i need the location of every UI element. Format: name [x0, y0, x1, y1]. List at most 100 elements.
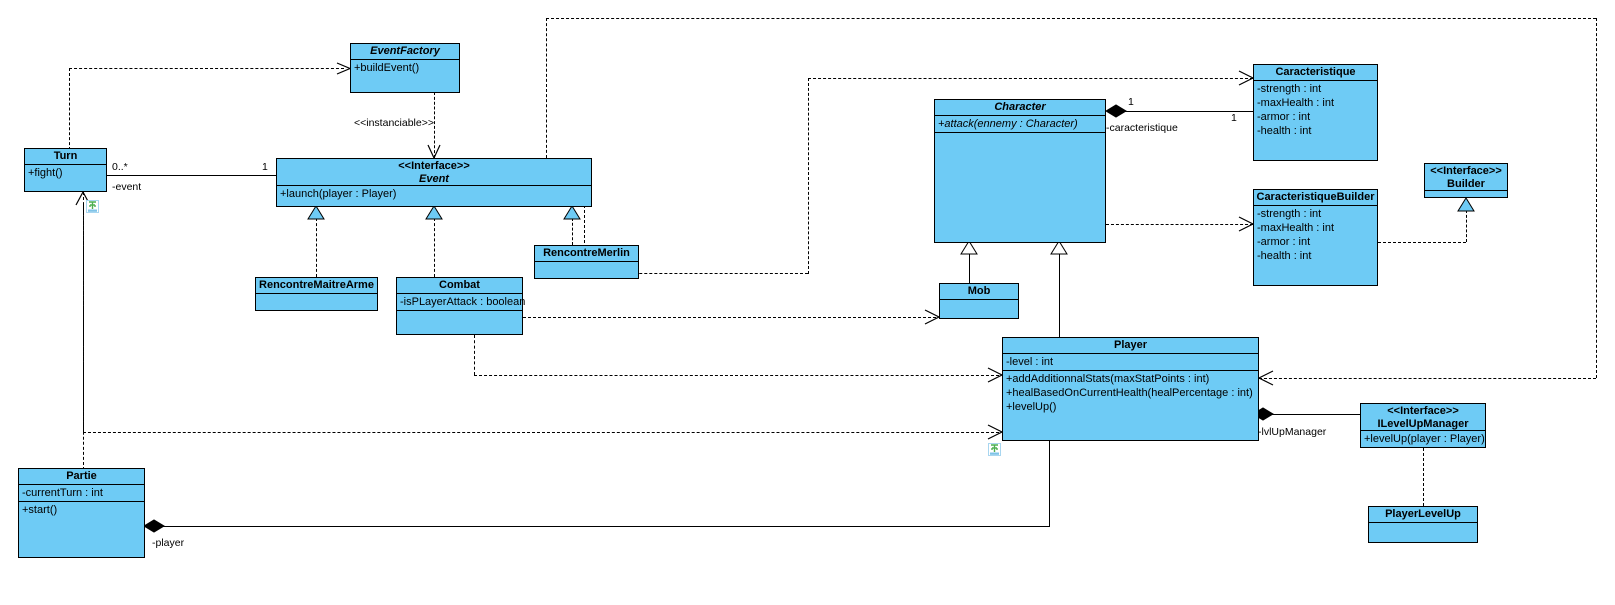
class-box-character[interactable]: Character +attack(ennemy : Character)	[934, 99, 1106, 243]
edge-event-right-seg4	[808, 78, 1253, 79]
class-body-mob	[940, 300, 1018, 320]
class-box-event[interactable]: <<Interface>> Event +launch(player : Pla…	[276, 158, 592, 207]
class-name-rencontremerlin: RencontreMerlin	[543, 247, 630, 259]
class-operations-character: +attack(ennemy : Character)	[935, 116, 1105, 133]
edge-rencontremerlin-to-event	[572, 218, 573, 245]
edge-combat-to-player-seg1	[474, 335, 475, 375]
class-header-turn: Turn	[25, 149, 106, 165]
edge-event-right-seg2	[584, 273, 808, 274]
class-stereotype-ilevelupmanager: <<Interface>>	[1387, 405, 1459, 417]
edge-event-right-seg3	[808, 78, 809, 274]
label-event-role: -event	[112, 181, 142, 193]
class-operations-player: +addAdditionnalStats(maxStatPoints : int…	[1003, 371, 1258, 429]
class-header-mob: Mob	[940, 284, 1018, 300]
class-operations-event: +launch(player : Player)	[277, 186, 591, 207]
attribute-row: -health : int	[1257, 250, 1312, 262]
edge-player-ilevelupmanager	[1265, 414, 1360, 415]
edge-turn-event-association	[107, 175, 276, 176]
edge-character-caracteristique	[1115, 111, 1253, 112]
class-header-ilevelupmanager: <<Interface>> ILevelUpManager	[1361, 404, 1485, 431]
class-attributes-partie: -currentTurn : int	[19, 485, 144, 502]
operation-row: +fight()	[28, 167, 63, 179]
attribute-row: -maxHealth : int	[1257, 97, 1335, 109]
class-box-player[interactable]: Player -level : int +addAdditionnalStats…	[1002, 337, 1259, 441]
class-header-combat: Combat	[397, 278, 522, 294]
class-operations-eventfactory: +buildEvent()	[351, 60, 459, 93]
class-body-rencontremerlin	[535, 262, 638, 280]
class-body-rencontremaitrearme	[256, 294, 377, 312]
class-box-ilevelupmanager[interactable]: <<Interface>> ILevelUpManager +levelUp(p…	[1360, 403, 1486, 448]
class-stereotype-event: <<Interface>>	[398, 160, 470, 172]
edge-character-to-caracteristiquebuilder	[1106, 224, 1253, 225]
class-attributes-combat: -isPLayerAttack : boolean	[397, 294, 526, 311]
class-box-caracteristique[interactable]: Caracteristique -strength : int -maxHeal…	[1253, 64, 1378, 161]
class-box-caracteristiquebuilder[interactable]: CaracteristiqueBuilder -strength : int -…	[1253, 189, 1378, 286]
class-name-rencontremaitrearme: RencontreMaitreArme	[259, 279, 374, 291]
class-header-caracteristique: Caracteristique	[1254, 65, 1377, 81]
attribute-row: -strength : int	[1257, 83, 1322, 95]
label-caracteristique-multiplicity: 1	[1231, 112, 1237, 124]
attribute-row: -armor : int	[1257, 111, 1311, 123]
class-box-turn[interactable]: Turn +fight()	[24, 148, 107, 192]
class-operations-combat	[397, 311, 522, 337]
class-box-eventfactory[interactable]: EventFactory +buildEvent()	[350, 43, 460, 93]
label-lvlupmanager-role: -lvlUpManager	[1258, 426, 1327, 438]
class-box-rencontremerlin[interactable]: RencontreMerlin	[534, 245, 639, 279]
operation-row: +levelUp()	[1006, 401, 1057, 413]
class-header-rencontremaitrearme: RencontreMaitreArme	[256, 278, 377, 294]
class-body-playerlevelup	[1369, 523, 1477, 544]
label-character-multiplicity: 1	[1128, 96, 1134, 108]
class-box-builder[interactable]: <<Interface>> Builder	[1424, 163, 1508, 198]
edge-turn-to-eventfactory-seg2	[69, 68, 344, 69]
edge-event-to-player-seg1	[546, 18, 547, 158]
label-turn-multiplicity: 0..*	[112, 161, 128, 173]
class-name-builder: Builder	[1447, 178, 1485, 190]
attribute-row: -health : int	[1257, 125, 1312, 137]
class-name-caracteristique: Caracteristique	[1275, 66, 1356, 78]
edge-playerlevelup-to-ilevelupmanager	[1423, 443, 1424, 506]
edge-event-to-player-seg4	[1259, 378, 1596, 379]
edge-event-to-player-seg2	[546, 18, 1596, 19]
class-header-player: Player	[1003, 338, 1258, 354]
operation-row: +healBasedOnCurrentHealth(healPercentage…	[1006, 387, 1253, 399]
edge-combat-to-event	[434, 218, 435, 277]
class-name-event: Event	[419, 173, 449, 185]
operation-row: +addAdditionnalStats(maxStatPoints : int…	[1006, 373, 1210, 385]
class-box-playerlevelup[interactable]: PlayerLevelUp	[1368, 506, 1478, 543]
anchor-pin-icon-player	[988, 443, 1001, 456]
attribute-row: -level : int	[1006, 356, 1054, 368]
edge-combat-to-player-seg2	[474, 375, 999, 376]
class-header-partie: Partie	[19, 469, 144, 485]
attribute-row: -isPLayerAttack : boolean	[400, 296, 526, 308]
edge-partie-player-seg2	[1049, 441, 1050, 527]
class-stereotype-builder: <<Interface>>	[1430, 165, 1502, 177]
class-name-mob: Mob	[967, 285, 991, 297]
class-header-caracteristiquebuilder: CaracteristiqueBuilder	[1254, 190, 1377, 206]
class-box-rencontremaitrearme[interactable]: RencontreMaitreArme	[255, 277, 378, 311]
edge-turn-to-player-seg1	[83, 192, 84, 432]
class-operations-turn: +fight()	[25, 165, 106, 192]
label-instanciable: <<instanciable>>	[354, 117, 434, 129]
class-attributes-player: -level : int	[1003, 354, 1258, 371]
class-name-player: Player	[1113, 339, 1148, 351]
class-body-character	[935, 133, 1105, 243]
edge-turn-to-player-seg2	[83, 432, 999, 433]
class-name-combat: Combat	[439, 279, 480, 291]
class-header-rencontremerlin: RencontreMerlin	[535, 246, 638, 262]
class-name-ilevelupmanager: ILevelUpManager	[1377, 418, 1469, 430]
class-body-builder	[1425, 191, 1507, 198]
class-box-partie[interactable]: Partie -currentTurn : int +start()	[18, 468, 145, 558]
edge-player-to-character	[1059, 253, 1060, 342]
class-header-eventfactory: EventFactory	[351, 44, 459, 60]
class-box-combat[interactable]: Combat -isPLayerAttack : boolean	[396, 277, 526, 337]
class-box-mob[interactable]: Mob	[939, 283, 1019, 319]
class-header-event: <<Interface>> Event	[277, 159, 591, 186]
edge-event-to-player-seg3	[1596, 18, 1597, 378]
class-operations-ilevelupmanager: +levelUp(player : Player)	[1361, 431, 1485, 448]
edge-eventfactory-to-event	[434, 92, 435, 158]
class-name-turn: Turn	[53, 150, 78, 162]
attribute-row: -strength : int	[1257, 208, 1322, 220]
class-attributes-caracteristiquebuilder: -strength : int -maxHealth : int -armor …	[1254, 206, 1377, 287]
edge-event-right-seg1	[584, 160, 585, 273]
operation-row: +levelUp(player : Player)	[1364, 433, 1485, 445]
